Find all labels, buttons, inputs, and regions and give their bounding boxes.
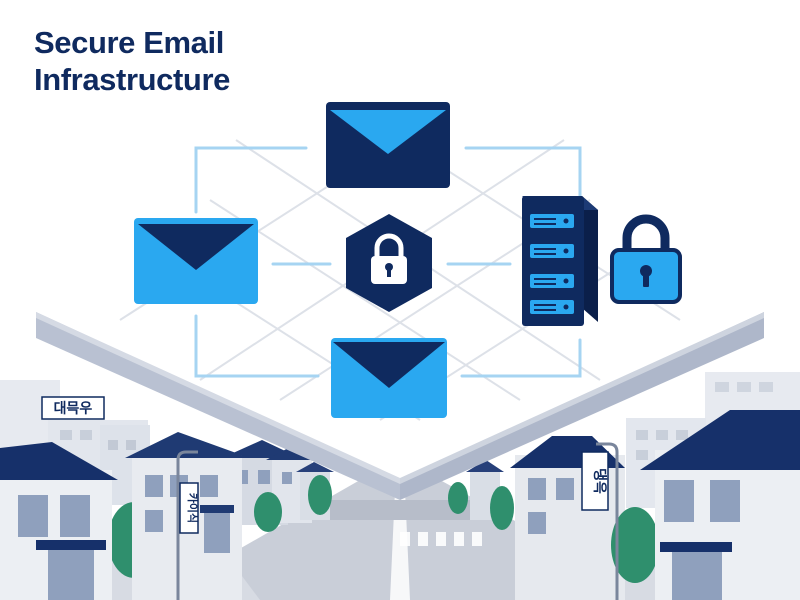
left-envelope-icon (134, 218, 258, 304)
tree (254, 492, 282, 532)
pole-sign-right (581, 451, 609, 511)
server-padlock-icon (610, 214, 682, 304)
street-lamp-right (596, 442, 619, 600)
city-background: 대믁우 카이식 댕윽 (0, 372, 800, 600)
top-envelope-icon (326, 102, 450, 188)
tree (490, 486, 514, 530)
bottom-envelope-icon (331, 338, 447, 418)
tree (611, 507, 659, 583)
server-rack-icon (522, 196, 598, 326)
page-title: Secure Email Infrastructure (34, 24, 230, 98)
pole-sign-left (179, 482, 199, 534)
pole-sign-left-text: 카이식 (186, 493, 200, 523)
title-line-2: Infrastructure (34, 62, 230, 97)
tree (308, 475, 332, 515)
padlock-hexagon-icon (346, 214, 432, 312)
rooftop-sign-left (41, 396, 105, 420)
platform-slabs (36, 312, 764, 500)
tree (448, 482, 468, 514)
rooftop-sign-left-text: 대믁우 (54, 401, 93, 417)
pole-sign-right-text: 댕윽 (591, 468, 608, 494)
street-lamp-left (176, 450, 198, 600)
connector-lines (194, 146, 582, 378)
title-line-1: Secure Email (34, 25, 224, 60)
